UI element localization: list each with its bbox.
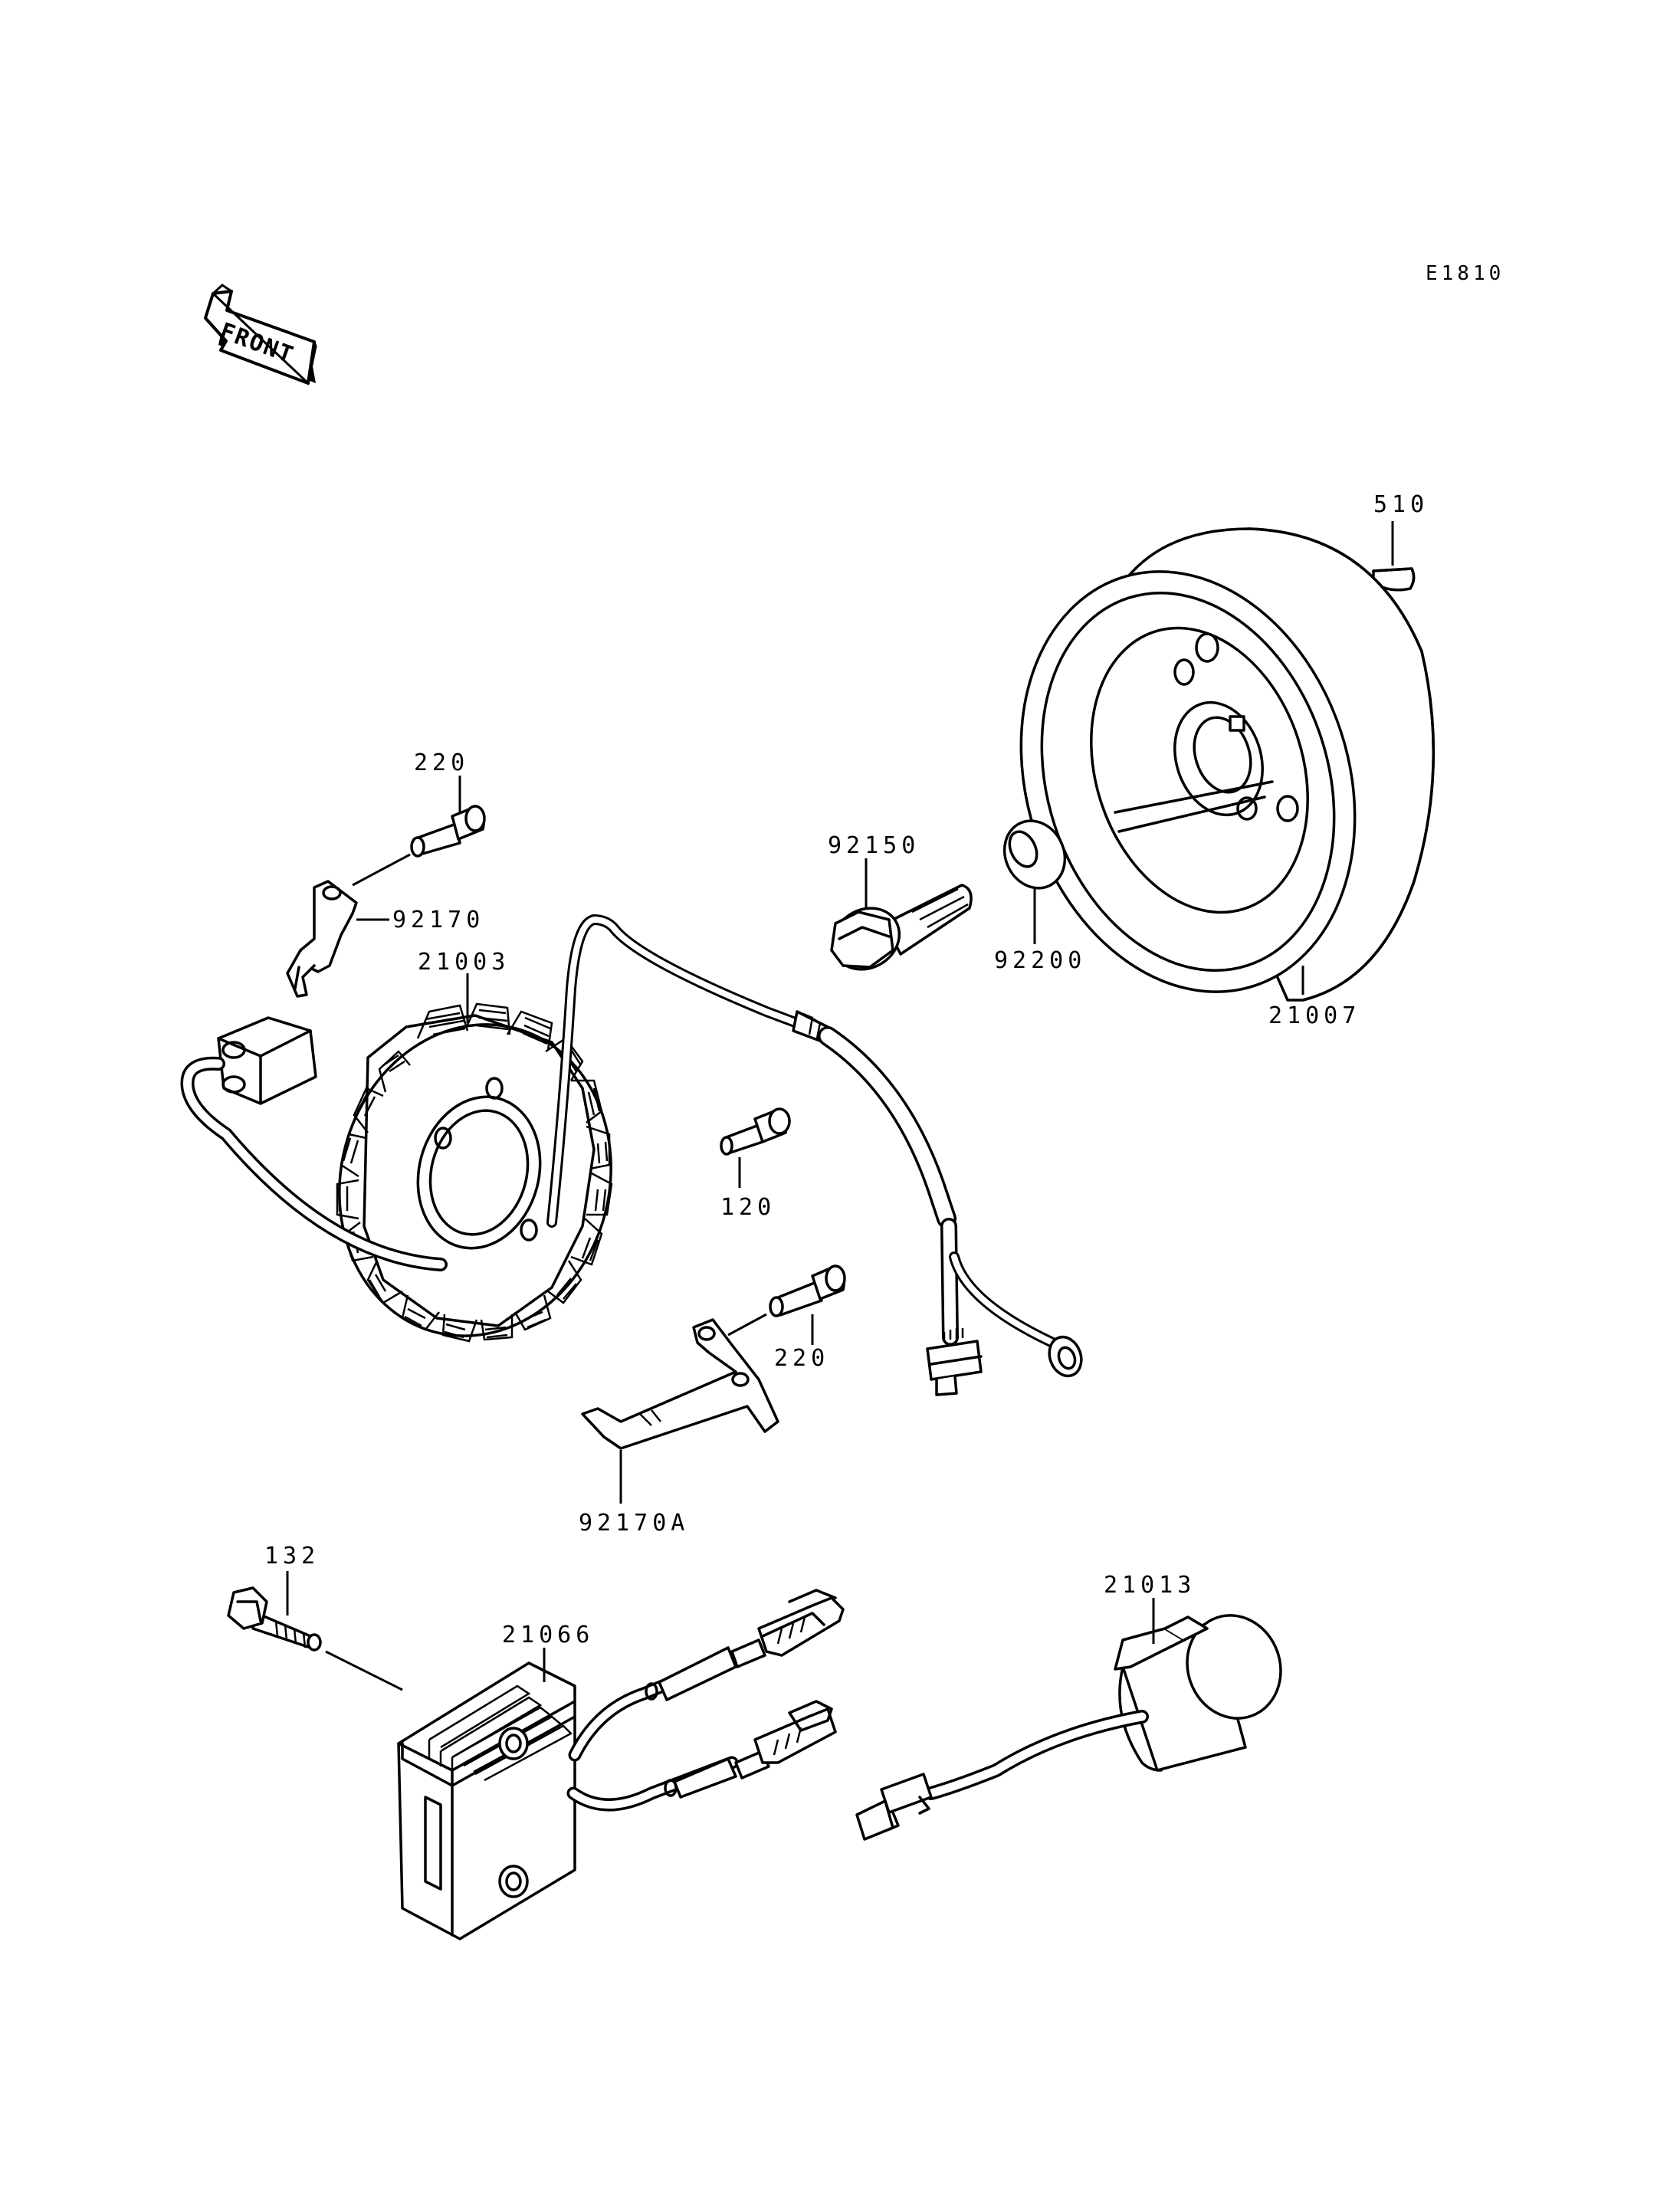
label-21066: 21066 [502, 1622, 594, 1648]
regulator-rectifier-21066 [397, 1589, 845, 1940]
screw-120 [720, 1107, 791, 1188]
label-21007: 21007 [1268, 1002, 1360, 1029]
clamp-92170A [581, 1318, 779, 1504]
flywheel-rotor-21007 [1019, 527, 1436, 1002]
screw-220-bottom [727, 1265, 846, 1345]
label-132: 132 [264, 1543, 320, 1570]
pickup-coil [180, 1016, 448, 1271]
flange-bolt-92150 [830, 858, 973, 971]
front-arrow-icon: FRONT [204, 284, 317, 385]
screw-220-top [352, 776, 486, 887]
label-220-top: 220 [414, 750, 469, 776]
stator-wire-harness [546, 914, 1083, 1396]
washer-92200 [1002, 819, 1067, 944]
label-92150: 92150 [828, 832, 920, 859]
diagram-code: E1810 [1426, 262, 1504, 285]
stator-21003 [336, 973, 613, 1343]
label-220-bottom: 220 [774, 1345, 829, 1372]
label-510: 510 [1373, 491, 1429, 518]
woodruff-key-510 [1372, 521, 1416, 592]
clamp-92170 [286, 880, 389, 998]
condenser-21013 [855, 1598, 1282, 1841]
label-92200: 92200 [994, 947, 1086, 974]
label-120: 120 [720, 1194, 776, 1221]
label-21003: 21003 [418, 949, 510, 976]
label-92170: 92170 [392, 907, 484, 933]
label-21013: 21013 [1104, 1572, 1196, 1599]
label-92170A: 92170A [579, 1510, 689, 1537]
bolt-132 [227, 1571, 403, 1691]
